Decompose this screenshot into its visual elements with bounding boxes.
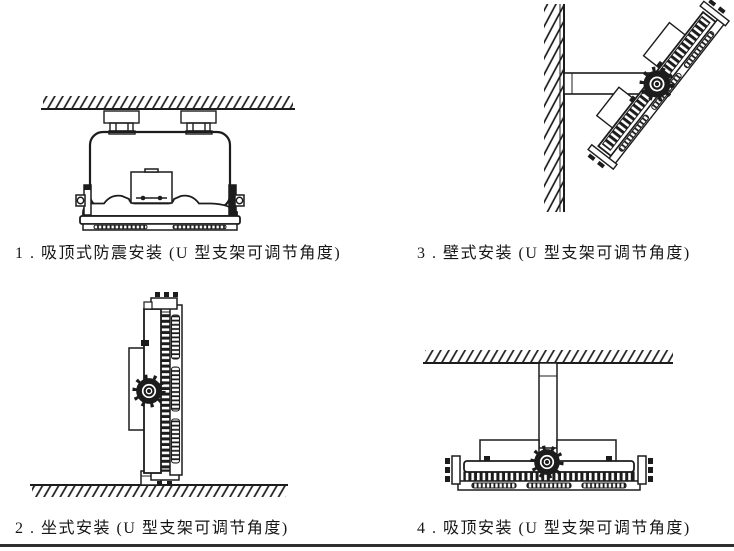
lens-strip <box>526 482 572 489</box>
figure3-caption: 3 . 壁式安装 (U 型支架可调节角度) <box>417 245 691 262</box>
lens-strip <box>170 418 181 464</box>
pivot-bolt-right <box>228 184 245 216</box>
figure4-caption: 4 . 吸顶安装 (U 型支架可调节角度) <box>417 520 691 537</box>
lens-strip <box>170 366 181 412</box>
wall-mount-diagram <box>544 0 731 212</box>
mounting-pole <box>538 362 558 449</box>
lens-strip <box>581 482 627 489</box>
lens-strip <box>170 314 181 360</box>
wall-hatch <box>544 4 564 212</box>
vibration-dampers <box>103 110 217 135</box>
led-strip <box>93 224 148 230</box>
ceiling-hatch <box>43 96 293 109</box>
ceiling-hatch <box>425 350 673 363</box>
figure2-caption: 2 . 坐式安装 (U 型支架可调节角度) <box>15 520 289 537</box>
floodlight-front-view <box>75 168 245 231</box>
figure1-caption: 1 . 吸顶式防震安装 (U 型支架可调节角度) <box>15 245 342 262</box>
led-strip <box>172 224 227 230</box>
seated-mount-diagram <box>30 292 288 497</box>
ground-hatch <box>32 485 286 497</box>
bottom-rule <box>0 544 734 547</box>
lens-strip <box>618 114 650 152</box>
lens-strip <box>471 482 517 489</box>
ceiling-pole-mount-diagram <box>423 350 673 491</box>
ceiling-antivibration-mount-diagram <box>41 96 295 231</box>
junction-box <box>130 168 173 204</box>
lens-strip <box>683 31 715 69</box>
pivot-bolt-left <box>75 184 92 216</box>
